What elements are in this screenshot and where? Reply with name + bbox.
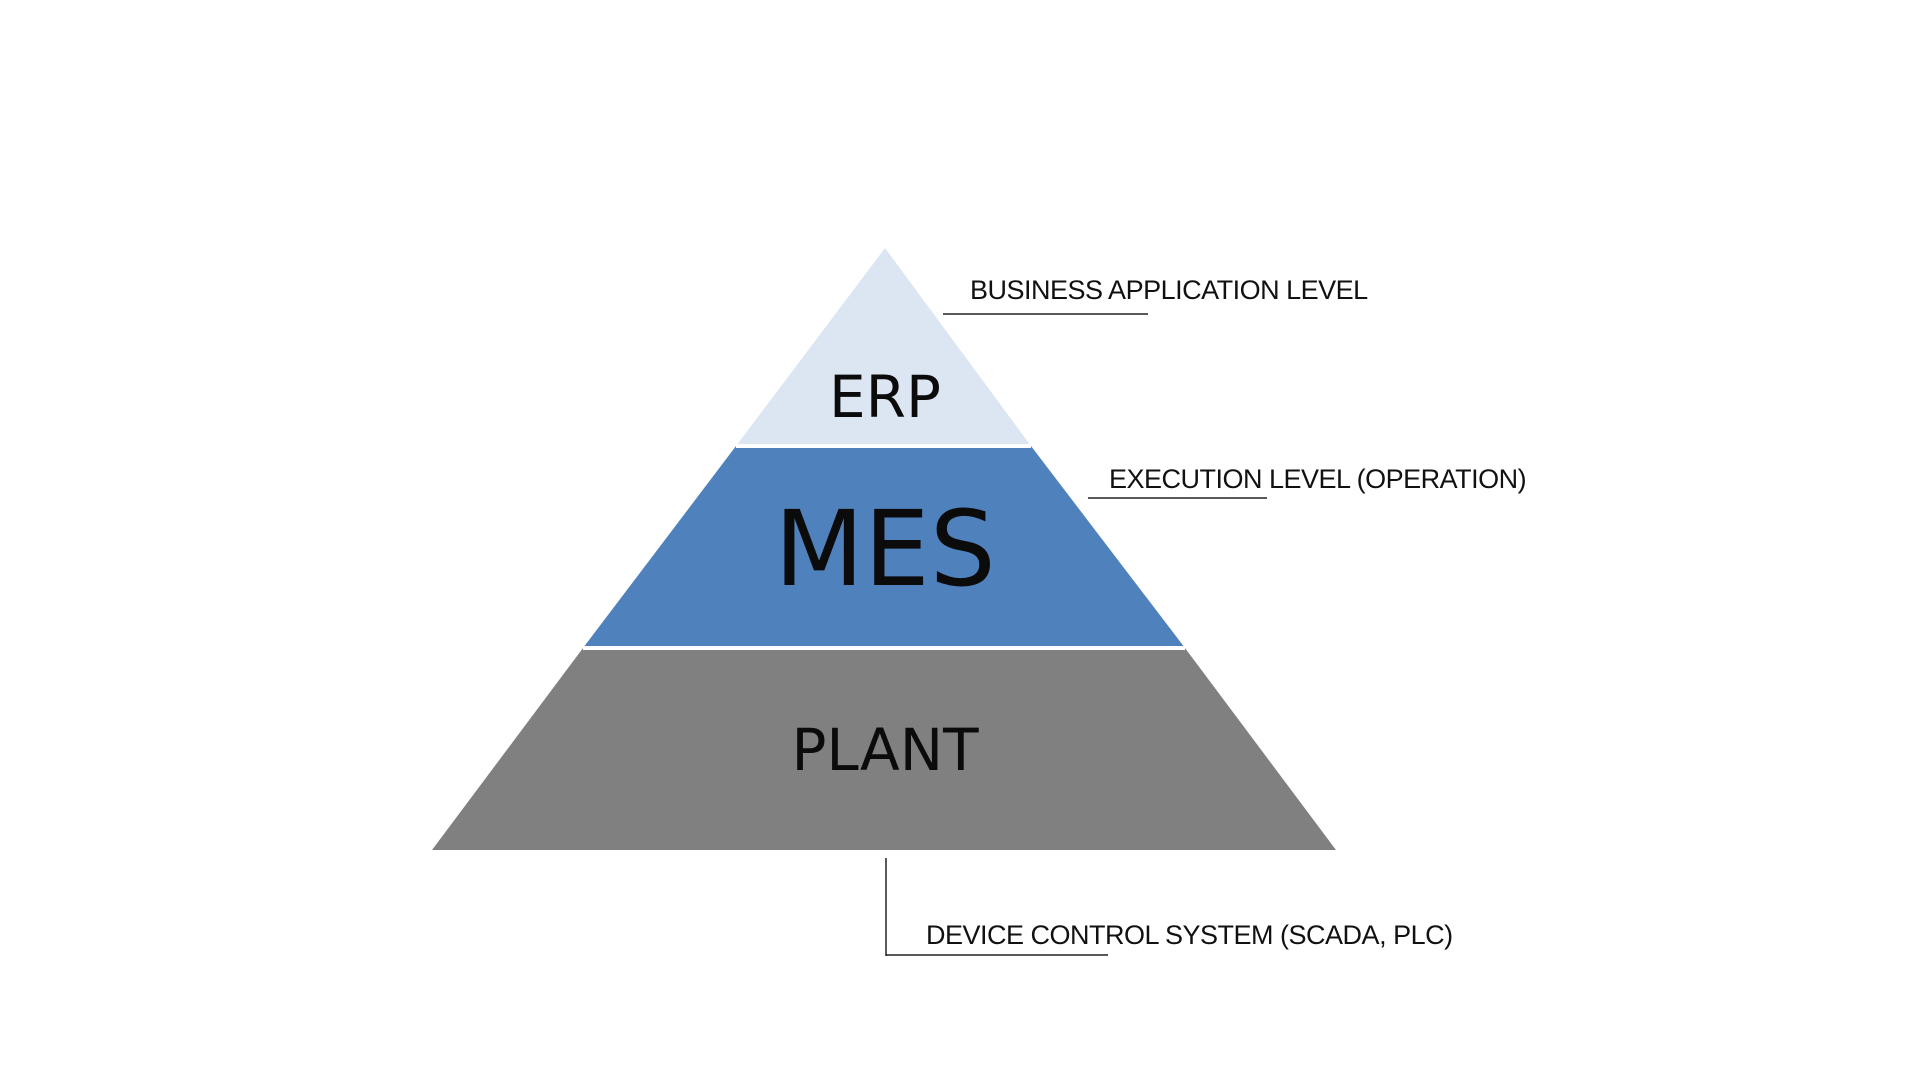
plant-tier xyxy=(432,648,1336,850)
mes-label: MES xyxy=(774,488,995,610)
device-control-system-label: DEVICE CONTROL SYSTEM (SCADA, PLC) xyxy=(926,920,1453,950)
erp-label: ERP xyxy=(829,363,941,431)
erp-tier xyxy=(736,248,1031,446)
business-application-level-label: BUSINESS APPLICATION LEVEL xyxy=(970,275,1368,305)
mes-tier xyxy=(583,446,1185,648)
execution-level-label: EXECUTION LEVEL (OPERATION) xyxy=(1109,464,1526,494)
plant-label: PLANT xyxy=(791,716,979,784)
